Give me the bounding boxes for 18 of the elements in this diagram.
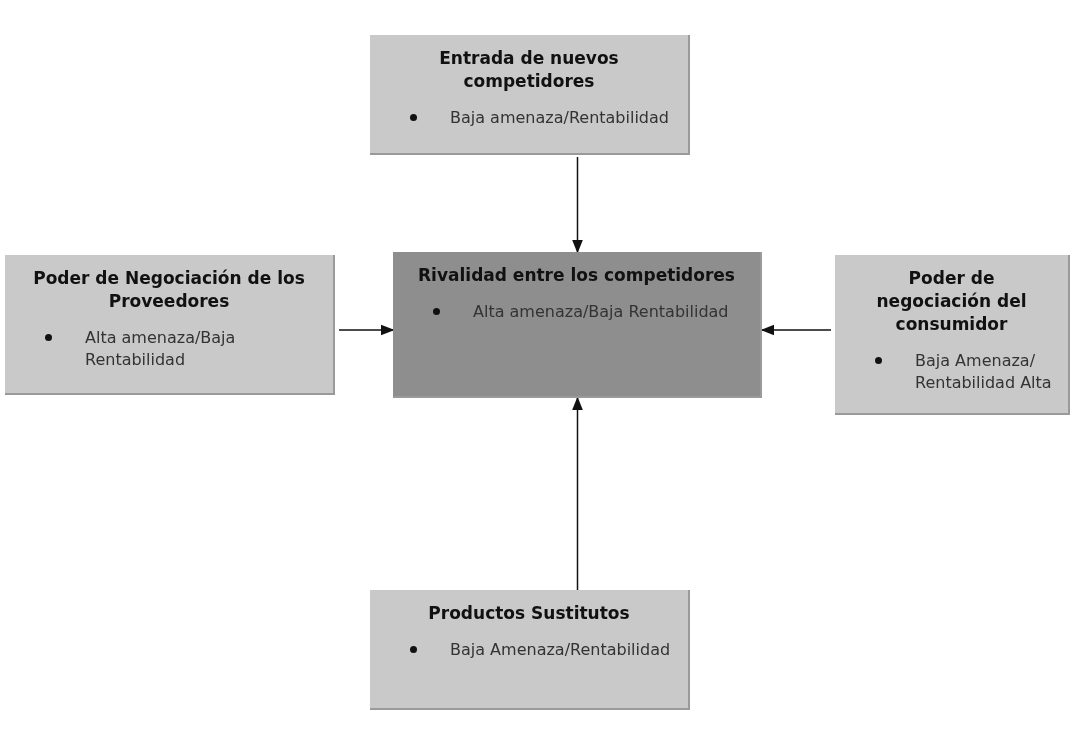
bullet-text: Alta amenaza/Baja Rentabilidad <box>85 327 236 370</box>
box-heading: Poder de Negociación de los Proveedores <box>32 267 306 313</box>
force-box <box>5 255 335 395</box>
arrow <box>572 156 583 254</box>
arrow <box>572 396 583 591</box>
arrow <box>338 324 395 336</box>
bullet-text: Baja amenaza/Rentabilidad <box>450 107 669 127</box>
box-heading: Productos Sustitutos <box>427 602 631 625</box>
bullet-text: Baja Amenaza/Rentabilidad <box>450 639 671 659</box>
force-box <box>835 255 1070 415</box>
box-heading: Entrada de nuevos competidores <box>438 47 620 93</box>
bullet-text: Alta amenaza/Baja Rentabilidad <box>473 301 729 321</box>
force-box <box>370 590 690 710</box>
force-box <box>370 35 690 155</box>
box-heading: Poder de negociación del consumidor <box>875 267 1028 336</box>
center-box <box>393 252 762 398</box>
box-heading: Rivalidad entre los competidores <box>417 264 736 287</box>
bullet-text: Baja Amenaza/ Rentabilidad Alta <box>915 350 1052 393</box>
